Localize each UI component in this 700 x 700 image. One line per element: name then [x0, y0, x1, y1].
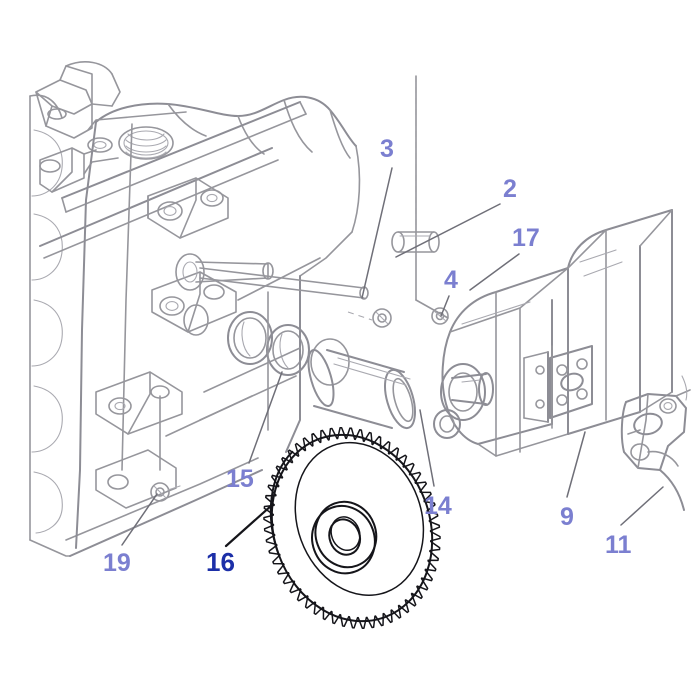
drive-gear[interactable] — [236, 403, 467, 653]
dowel-pins-and-washers[interactable] — [150, 231, 449, 502]
callout-number-19[interactable]: 19 — [103, 549, 131, 577]
callout-number-2[interactable]: 2 — [503, 175, 517, 203]
callout-leader-lines — [121, 167, 664, 548]
callout-number-14[interactable]: 14 — [424, 492, 452, 520]
gear-tooth-ring — [263, 426, 441, 630]
callout-number-15[interactable]: 15 — [226, 465, 254, 493]
callout-number-3[interactable]: 3 — [380, 135, 394, 163]
leader-line-2 — [395, 203, 501, 258]
callout-number-11[interactable]: 11 — [605, 531, 632, 559]
leader-line-17 — [469, 253, 520, 291]
leader-line-11 — [620, 486, 664, 526]
washer-19[interactable] — [150, 482, 181, 502]
callout-number-17[interactable]: 17 — [512, 224, 540, 252]
leader-line-16 — [224, 503, 274, 548]
washer-4[interactable] — [372, 308, 392, 328]
callout-number-9[interactable]: 9 — [560, 503, 574, 531]
callout-number-16[interactable]: 16 — [206, 547, 235, 577]
engine-block-housing[interactable] — [29, 61, 449, 557]
washer-17[interactable] — [431, 307, 449, 325]
coupling-sleeve[interactable] — [303, 347, 420, 431]
leader-line-3 — [361, 167, 393, 299]
leader-line-14 — [419, 409, 435, 487]
leader-line-15 — [248, 371, 283, 464]
dowel-pin-2[interactable] — [391, 231, 440, 253]
mounting-bracket[interactable] — [620, 375, 691, 511]
leader-line-9 — [566, 431, 586, 498]
hydraulic-pump-assembly[interactable] — [433, 209, 673, 457]
callout-number-4[interactable]: 4 — [444, 266, 458, 294]
leader-line-19 — [121, 493, 158, 546]
leader-line-4 — [440, 295, 450, 317]
